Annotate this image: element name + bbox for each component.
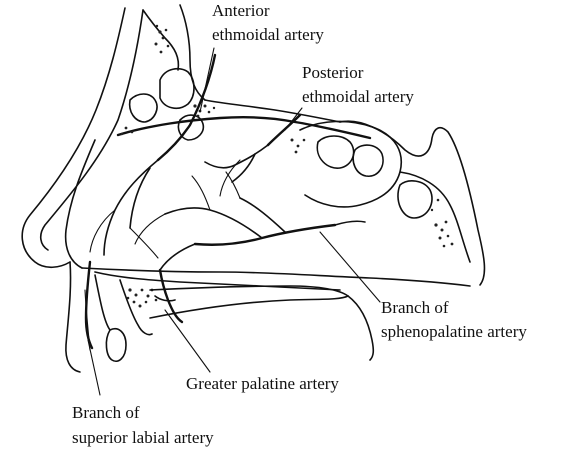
stipple-ethmoid bbox=[120, 104, 216, 136]
cribriform-roof bbox=[116, 116, 372, 140]
sphenopalatine-trunk bbox=[334, 220, 366, 226]
sphenopalatine-branch-1 bbox=[164, 207, 263, 239]
greater-palatine-foramen bbox=[154, 295, 176, 302]
label-anterior-ethmoidal: Anterior ethmoidal artery bbox=[212, 1, 324, 44]
stipple-top bbox=[154, 24, 170, 54]
sphenopalatine-branch-2 bbox=[239, 197, 286, 233]
label-superior-labial-line1: Branch of bbox=[72, 403, 140, 422]
nasal-floor bbox=[81, 267, 471, 287]
label-superior-labial-line2: superior labial artery bbox=[72, 428, 214, 447]
incisor bbox=[105, 328, 127, 362]
anterior-ethmoidal-branch-3 bbox=[89, 209, 116, 253]
posterior-bone-inner bbox=[399, 171, 471, 263]
sphenopalatine-branch-6 bbox=[134, 213, 166, 245]
leader-posterior-ethmoidal bbox=[284, 107, 303, 131]
frontal-bone-outer bbox=[179, 4, 206, 101]
label-greater-palatine-line1: Greater palatine artery bbox=[186, 374, 339, 393]
sphenoid-cell-a bbox=[316, 135, 355, 169]
leader-sphenopalatine bbox=[319, 231, 381, 303]
posterior-ethmoidal-branch-2 bbox=[231, 153, 256, 183]
sphenopalatine-vessel bbox=[193, 223, 337, 246]
label-posterior-ethmoidal: Posterior ethmoidal artery bbox=[302, 63, 414, 106]
sphenopalatine-branch-3 bbox=[159, 243, 196, 271]
premaxilla bbox=[94, 274, 111, 331]
leader-greater-palatine bbox=[164, 309, 211, 373]
frontal-bone bbox=[142, 9, 180, 71]
cribriform-roof-upper bbox=[204, 99, 341, 123]
upper-lip bbox=[65, 261, 81, 373]
superior-labial-vessel bbox=[84, 260, 94, 350]
label-greater-palatine: Greater palatine artery bbox=[186, 374, 339, 393]
anterior-ethmoidal-branch-1 bbox=[103, 159, 159, 256]
septal-front bbox=[64, 139, 96, 269]
hard-palate-upper bbox=[149, 285, 349, 297]
label-superior-labial: Branch of superior labial artery bbox=[72, 403, 214, 447]
nose-profile bbox=[21, 7, 126, 269]
label-sphenopalatine-line2: sphenopalatine artery bbox=[381, 322, 527, 341]
stipple-sphenoid bbox=[290, 138, 454, 248]
anterior-ethmoidal-branch-2 bbox=[129, 167, 151, 229]
stipple-incisive bbox=[126, 288, 158, 308]
leader-superior-labial bbox=[87, 339, 101, 396]
ethmoid-cell-1 bbox=[128, 93, 158, 123]
septal-base bbox=[94, 271, 341, 291]
anterior-ethmoidal-branch-4 bbox=[129, 227, 159, 259]
posterior-ethmoidal-branch-3 bbox=[219, 159, 241, 197]
anterior-ethmoidal-vessel bbox=[156, 53, 217, 162]
label-sphenopalatine-line1: Branch of bbox=[381, 298, 449, 317]
premaxilla-2 bbox=[119, 279, 153, 336]
posterior-bone bbox=[339, 120, 486, 286]
posterior-ethmoidal-vessel bbox=[266, 113, 302, 147]
soft-palate bbox=[347, 295, 375, 361]
sphenoid-cell-c bbox=[397, 180, 433, 219]
label-anterior-ethmoidal-line1: Anterior bbox=[212, 1, 270, 20]
sphenoid-cell-b bbox=[352, 144, 384, 177]
nose-profile-inner bbox=[39, 9, 144, 251]
sphenopalatine-branch-4 bbox=[191, 175, 211, 211]
label-sphenopalatine: Branch of sphenopalatine artery bbox=[381, 298, 527, 341]
label-posterior-ethmoidal-line1: Posterior bbox=[302, 63, 364, 82]
frontal-sinus bbox=[159, 67, 195, 110]
sphenopalatine-branch-5 bbox=[225, 171, 241, 199]
label-posterior-ethmoidal-line2: ethmoidal artery bbox=[302, 87, 414, 106]
label-anterior-ethmoidal-line2: ethmoidal artery bbox=[212, 25, 324, 44]
leader-anterior-ethmoidal bbox=[199, 47, 215, 113]
hard-palate-lower bbox=[149, 295, 349, 319]
